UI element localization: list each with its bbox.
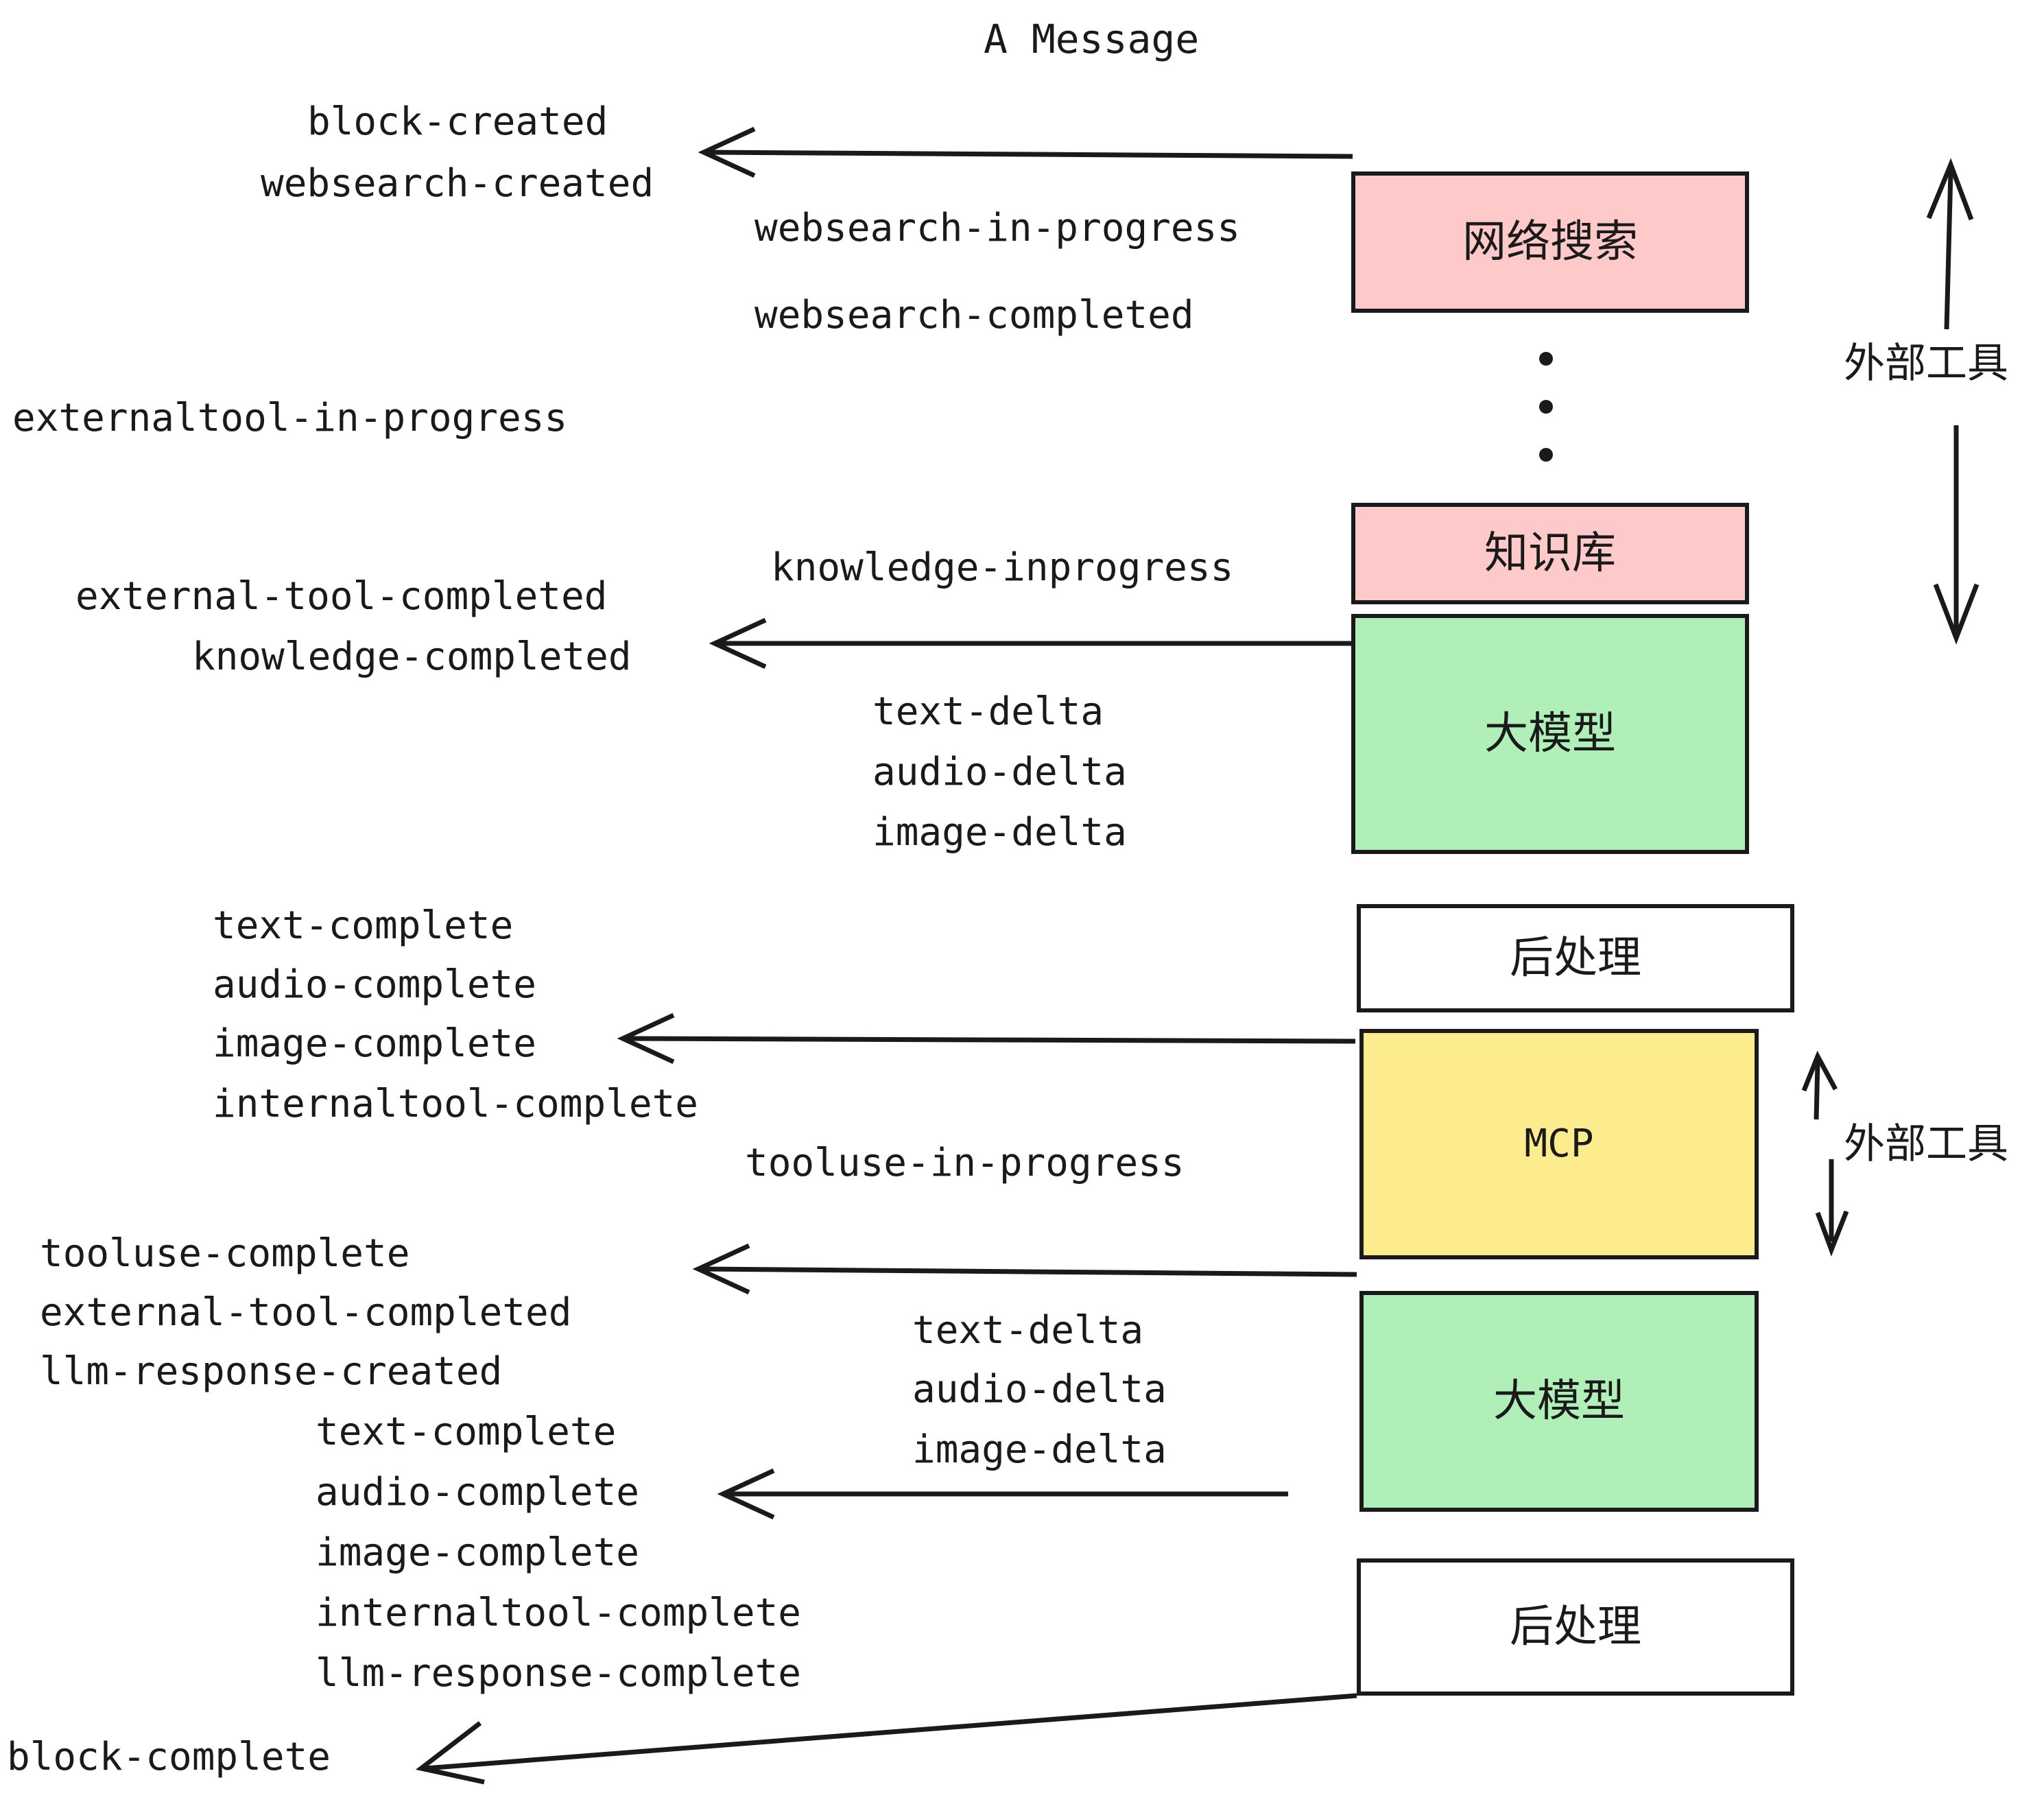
event-tooluse-complete: tooluse-complete <box>40 1231 410 1276</box>
node-knowledge-base-label: 知识库 <box>1484 528 1616 579</box>
bracket-external-tools-bottom <box>1801 1050 1849 1257</box>
event-llm-response-complete: llm-response-complete <box>316 1651 802 1696</box>
node-llm-1[interactable]: 大模型 <box>1351 614 1749 854</box>
event-websearch-in-progress: websearch-in-progress <box>754 206 1241 250</box>
diagram-title: A Message <box>984 16 1200 62</box>
event-image-complete-2: image-complete <box>316 1530 640 1575</box>
arrow-mcp-to-tooluse-complete <box>692 1243 1357 1295</box>
arrow-llm2-to-audio-complete <box>717 1468 1288 1520</box>
event-internaltool-complete-2: internaltool-complete <box>316 1591 802 1635</box>
node-websearch[interactable]: 网络搜索 <box>1351 171 1749 313</box>
event-audio-delta-2: audio-delta <box>912 1367 1167 1412</box>
event-websearch-created: websearch-created <box>261 161 654 206</box>
event-audio-complete-1: audio-complete <box>213 962 537 1007</box>
event-text-delta-2: text-delta <box>912 1308 1144 1353</box>
node-llm-1-label: 大模型 <box>1484 709 1616 759</box>
group-label-external-tools-top: 外部工具 <box>1844 340 2008 388</box>
event-knowledge-inprogress: knowledge-inprogress <box>771 545 1234 590</box>
arrow-websearch-to-block-created <box>698 126 1353 178</box>
arrow-postprocess2-to-block-complete <box>415 1693 1357 1785</box>
node-knowledge-base[interactable]: 知识库 <box>1351 503 1749 604</box>
node-llm-2[interactable]: 大模型 <box>1359 1291 1759 1512</box>
event-block-created: block-created <box>307 99 608 144</box>
event-internaltool-complete-1: internaltool-complete <box>213 1082 699 1126</box>
event-externaltool-in-progress: externaltool-in-progress <box>12 396 568 440</box>
event-websearch-completed: websearch-completed <box>754 293 1194 337</box>
event-llm-response-created: llm-response-created <box>40 1349 503 1394</box>
event-external-tool-completed-1: external-tool-completed <box>75 574 608 619</box>
event-audio-delta-1: audio-delta <box>872 750 1127 794</box>
group-label-external-tools-bottom: 外部工具 <box>1844 1120 2008 1168</box>
ellipsis-dot <box>1539 352 1553 366</box>
bracket-external-tools-top <box>1926 158 1980 645</box>
ellipsis-dot <box>1539 400 1553 414</box>
node-postprocess-2-label: 后处理 <box>1510 1602 1641 1652</box>
event-image-delta-2: image-delta <box>912 1427 1167 1472</box>
event-image-complete-1: image-complete <box>213 1021 537 1066</box>
event-tooluse-in-progress: tooluse-in-progress <box>745 1141 1185 1185</box>
event-knowledge-completed: knowledge-completed <box>192 634 632 679</box>
node-postprocess-1[interactable]: 后处理 <box>1357 904 1794 1012</box>
ellipsis-dot <box>1539 448 1553 462</box>
event-text-complete-2: text-complete <box>316 1410 617 1454</box>
node-mcp[interactable]: MCP <box>1359 1029 1759 1259</box>
event-audio-complete-2: audio-complete <box>316 1470 640 1515</box>
node-websearch-label: 网络搜索 <box>1462 217 1638 268</box>
arrow-postprocess1-to-image-complete <box>617 1012 1356 1065</box>
event-block-complete: block-complete <box>7 1735 331 1779</box>
event-external-tool-completed-2: external-tool-completed <box>40 1290 572 1335</box>
event-image-delta-1: image-delta <box>872 810 1127 855</box>
arrow-knowledge-to-knowledge-completed <box>709 617 1353 669</box>
node-mcp-label: MCP <box>1524 1121 1594 1166</box>
node-postprocess-2[interactable]: 后处理 <box>1357 1558 1794 1696</box>
node-postprocess-1-label: 后处理 <box>1510 933 1641 984</box>
node-llm-2-label: 大模型 <box>1493 1376 1625 1427</box>
event-text-delta-1: text-delta <box>872 689 1104 734</box>
event-text-complete-1: text-complete <box>213 903 514 948</box>
